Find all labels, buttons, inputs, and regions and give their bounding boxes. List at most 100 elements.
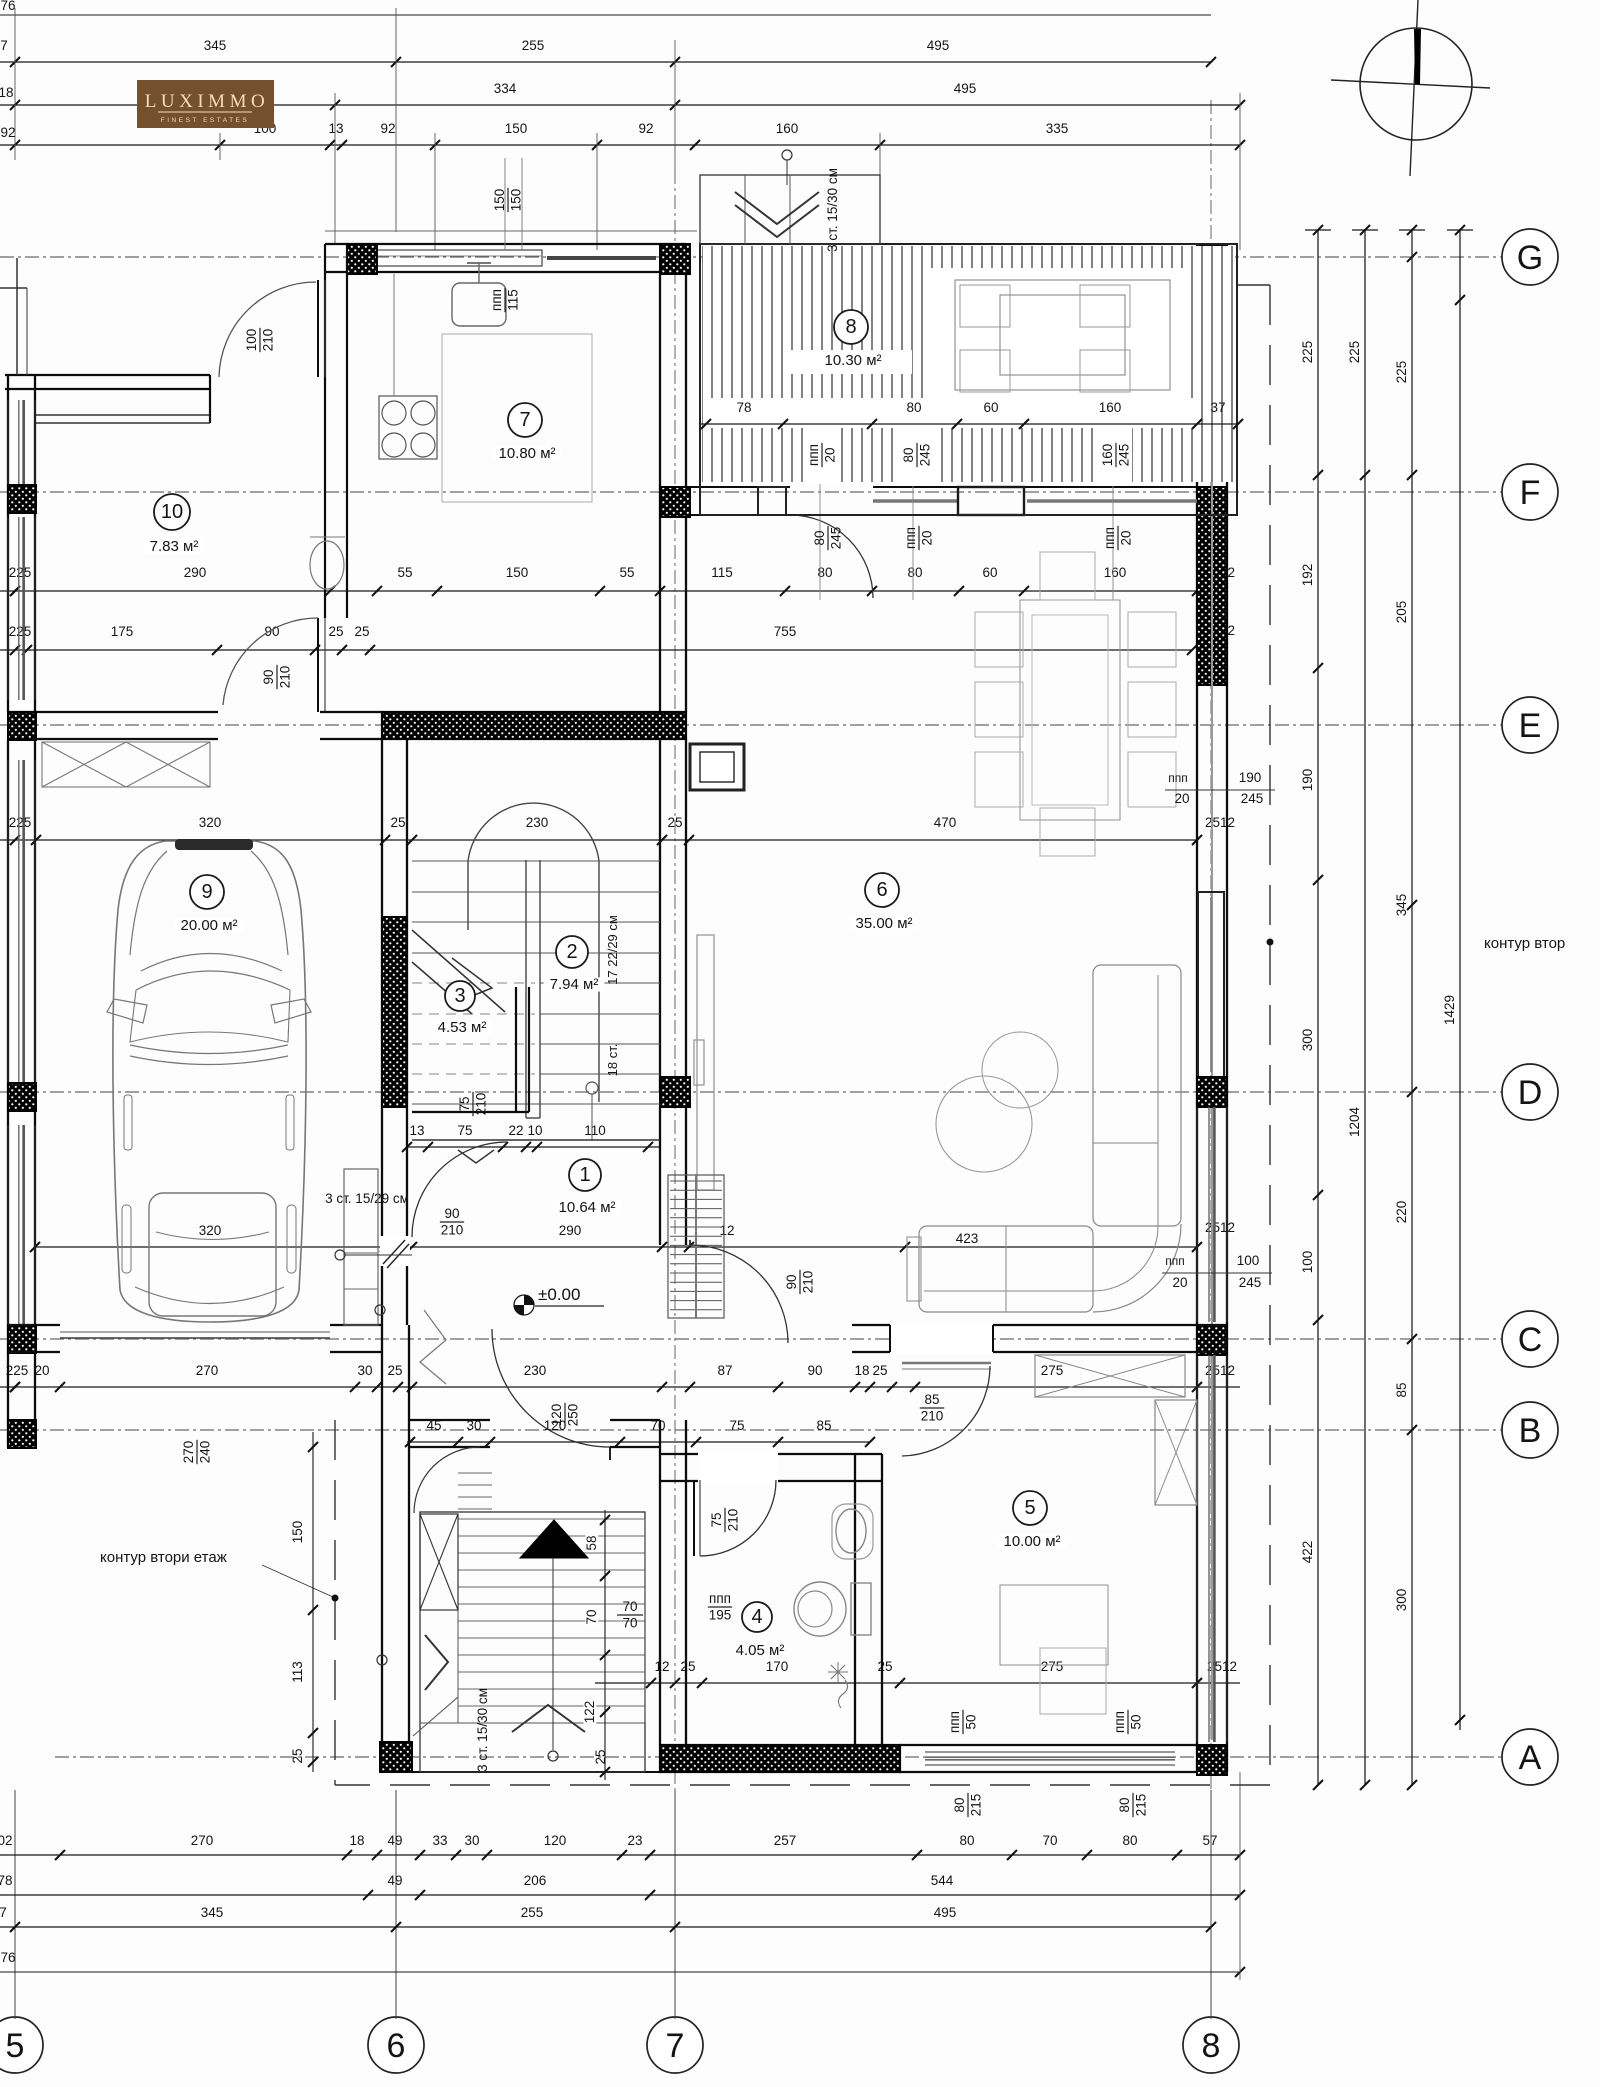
svg-text:LUXIMMO: LUXIMMO <box>145 91 269 112</box>
svg-text:245: 245 <box>1239 1275 1262 1290</box>
svg-text:75: 75 <box>709 1512 724 1527</box>
svg-text:92: 92 <box>638 121 653 136</box>
svg-text:B: B <box>1519 1412 1542 1450</box>
svg-text:37: 37 <box>1210 400 1225 415</box>
svg-text:12: 12 <box>719 1223 734 1238</box>
svg-text:20.00 м²: 20.00 м² <box>180 917 237 934</box>
svg-text:25: 25 <box>328 624 343 639</box>
svg-text:225: 225 <box>6 1363 29 1378</box>
svg-text:50: 50 <box>1129 1714 1144 1729</box>
svg-text:90: 90 <box>444 1206 459 1221</box>
svg-text:7: 7 <box>0 1905 7 1920</box>
svg-text:80: 80 <box>812 530 827 545</box>
svg-text:ппп: ппп <box>1102 527 1117 549</box>
svg-text:A: A <box>1519 1739 1542 1777</box>
svg-text:100: 100 <box>244 329 259 352</box>
svg-text:85: 85 <box>924 1392 939 1407</box>
svg-text:150: 150 <box>506 565 529 580</box>
svg-text:75: 75 <box>457 1123 472 1138</box>
svg-text:210: 210 <box>441 1223 464 1238</box>
svg-text:35.00 м²: 35.00 м² <box>855 915 912 932</box>
svg-text:257: 257 <box>774 1833 797 1848</box>
svg-text:контур втор: контур втор <box>1484 935 1565 952</box>
svg-text:170: 170 <box>766 1659 789 1674</box>
svg-text:55: 55 <box>397 565 412 580</box>
svg-text:210: 210 <box>474 1093 489 1116</box>
svg-text:245: 245 <box>918 444 933 467</box>
svg-text:150: 150 <box>492 189 507 212</box>
svg-text:240: 240 <box>198 1441 213 1464</box>
svg-text:80: 80 <box>817 565 832 580</box>
svg-text:320: 320 <box>199 815 222 830</box>
svg-text:23: 23 <box>627 1833 642 1848</box>
svg-text:5: 5 <box>6 2027 25 2065</box>
svg-text:215: 215 <box>969 1794 984 1817</box>
svg-text:10.30 м²: 10.30 м² <box>824 352 881 369</box>
svg-text:195: 195 <box>709 1608 732 1623</box>
svg-text:20: 20 <box>1119 530 1134 545</box>
svg-text:20: 20 <box>34 1363 49 1378</box>
svg-text:3 ст. 15/29 см: 3 ст. 15/29 см <box>325 1191 409 1206</box>
svg-text:25: 25 <box>593 1749 608 1764</box>
svg-text:F: F <box>1520 474 1541 512</box>
svg-text:192: 192 <box>1300 564 1315 587</box>
svg-text:100: 100 <box>1300 1251 1315 1274</box>
svg-text:49: 49 <box>387 1873 402 1888</box>
svg-text:320: 320 <box>199 1223 222 1238</box>
svg-text:76: 76 <box>0 0 15 13</box>
svg-text:115: 115 <box>711 565 733 580</box>
svg-text:90: 90 <box>784 1274 799 1289</box>
svg-text:±0.00: ±0.00 <box>538 1285 580 1304</box>
svg-text:9: 9 <box>201 881 212 903</box>
svg-text:2: 2 <box>566 941 577 963</box>
svg-text:10.80 м²: 10.80 м² <box>498 445 555 462</box>
svg-text:45: 45 <box>426 1418 441 1433</box>
svg-text:255: 255 <box>522 38 545 53</box>
svg-text:75: 75 <box>457 1096 472 1111</box>
svg-text:120: 120 <box>544 1418 567 1433</box>
svg-text:70: 70 <box>1042 1833 1057 1848</box>
svg-text:78: 78 <box>0 1873 13 1888</box>
svg-text:50: 50 <box>964 1714 979 1729</box>
svg-text:470: 470 <box>934 815 957 830</box>
svg-text:60: 60 <box>982 565 997 580</box>
svg-text:70: 70 <box>622 1599 637 1614</box>
svg-text:4: 4 <box>751 1606 762 1628</box>
svg-text:5: 5 <box>1024 1497 1035 1519</box>
svg-text:345: 345 <box>201 1905 224 1920</box>
svg-text:122: 122 <box>582 1701 597 1724</box>
svg-text:245: 245 <box>1241 791 1264 806</box>
svg-text:ппп: ппп <box>806 444 821 466</box>
svg-text:544: 544 <box>931 1873 954 1888</box>
svg-text:7: 7 <box>0 38 8 53</box>
svg-text:90: 90 <box>264 624 279 639</box>
svg-text:ппп: ппп <box>1165 1254 1185 1268</box>
svg-text:92: 92 <box>0 125 15 140</box>
svg-text:3 ст. 15/30 см: 3 ст. 15/30 см <box>825 168 840 252</box>
svg-text:245: 245 <box>829 527 844 550</box>
svg-text:160: 160 <box>1100 444 1115 467</box>
svg-text:210: 210 <box>726 1509 741 1532</box>
svg-text:18: 18 <box>349 1833 364 1848</box>
svg-text:25: 25 <box>390 815 405 830</box>
svg-text:290: 290 <box>559 1223 582 1238</box>
svg-text:345: 345 <box>204 38 227 53</box>
svg-text:150: 150 <box>290 1521 305 1544</box>
svg-text:ппп: ппп <box>947 1711 962 1733</box>
svg-text:190: 190 <box>1239 770 1262 785</box>
svg-text:70: 70 <box>622 1616 637 1631</box>
svg-text:30: 30 <box>466 1418 481 1433</box>
svg-text:22: 22 <box>508 1123 523 1138</box>
svg-text:55: 55 <box>619 565 634 580</box>
svg-text:4.05 м²: 4.05 м² <box>736 1642 785 1659</box>
svg-text:300: 300 <box>1300 1029 1315 1052</box>
svg-text:90: 90 <box>807 1363 822 1378</box>
svg-text:225: 225 <box>9 565 32 580</box>
svg-text:25: 25 <box>387 1363 402 1378</box>
svg-text:75: 75 <box>729 1418 744 1433</box>
svg-text:10.64 м²: 10.64 м² <box>558 1199 615 1216</box>
svg-text:76: 76 <box>0 1950 15 1965</box>
svg-text:290: 290 <box>184 565 207 580</box>
svg-text:220: 220 <box>1394 1201 1409 1224</box>
svg-text:225: 225 <box>1300 341 1315 364</box>
